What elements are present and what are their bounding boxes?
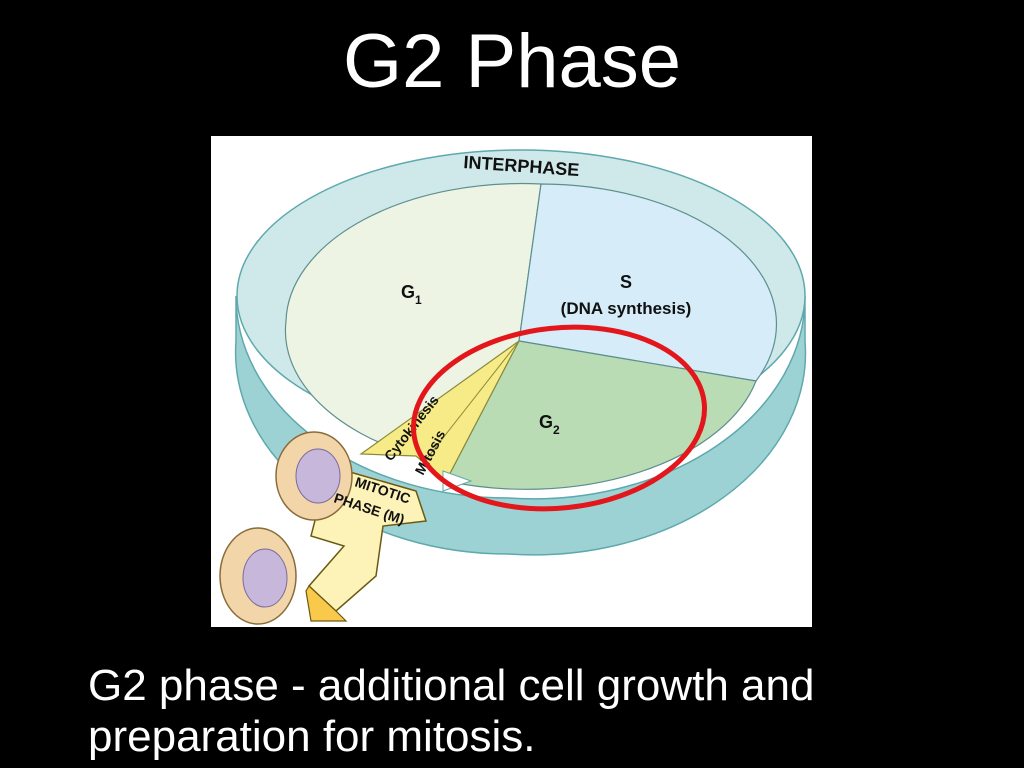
- slide-title: G2 Phase: [343, 19, 681, 104]
- s-sector: [518, 183, 778, 382]
- mitosis-divider: [420, 340, 520, 467]
- g2-label: G2: [539, 412, 560, 437]
- daughter-cell-icon: [219, 527, 297, 625]
- highlight-circle: [410, 324, 708, 512]
- g1-sector: [284, 182, 542, 457]
- s-subtitle: (DNA synthesis): [561, 299, 692, 318]
- cell-cycle-figure: INTERPHASE G1 S (DNA synthesis) G2 Cytok…: [211, 136, 812, 627]
- slide-caption: G2 phase - additional cell growth and pr…: [88, 661, 815, 761]
- daughter-cell-icon: [275, 431, 353, 521]
- cell-cycle-diagram: INTERPHASE G1 S (DNA synthesis) G2 Cytok…: [219, 149, 807, 625]
- mitotic-arrow-side: [305, 585, 348, 622]
- g2-sector: [445, 340, 757, 490]
- g1-label: G1: [401, 282, 422, 307]
- s-label: S: [620, 272, 632, 292]
